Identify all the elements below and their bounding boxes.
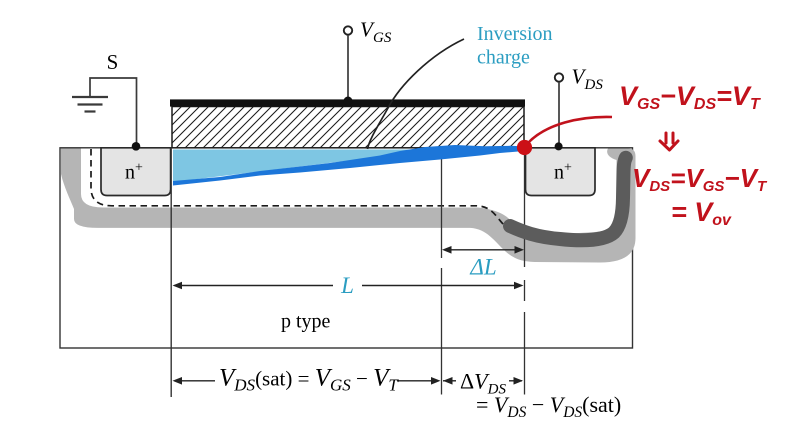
svg-text:DS: DS <box>584 77 604 93</box>
svg-text:L: L <box>340 273 354 298</box>
svg-text:GS: GS <box>373 30 392 46</box>
svg-text:VDS=VGS−VT: VDS=VGS−VT <box>632 163 768 195</box>
svg-text:VDS(sat) = VGS − VT: VDS(sat) = VGS − VT <box>219 365 399 395</box>
svg-text:= Vov: = Vov <box>671 197 732 229</box>
svg-text:Inversion: Inversion <box>477 23 553 45</box>
svg-text:= VDS − VDS(sat): = VDS − VDS(sat) <box>476 392 621 421</box>
svg-text:S: S <box>107 50 119 74</box>
svg-text:ΔL: ΔL <box>469 255 496 280</box>
svg-text:charge: charge <box>477 47 530 69</box>
svg-text:V: V <box>572 65 587 89</box>
svg-text:p type: p type <box>281 311 331 333</box>
svg-text:V: V <box>360 18 375 42</box>
svg-text:VGS−VDS=VT: VGS−VDS=VT <box>619 81 761 113</box>
